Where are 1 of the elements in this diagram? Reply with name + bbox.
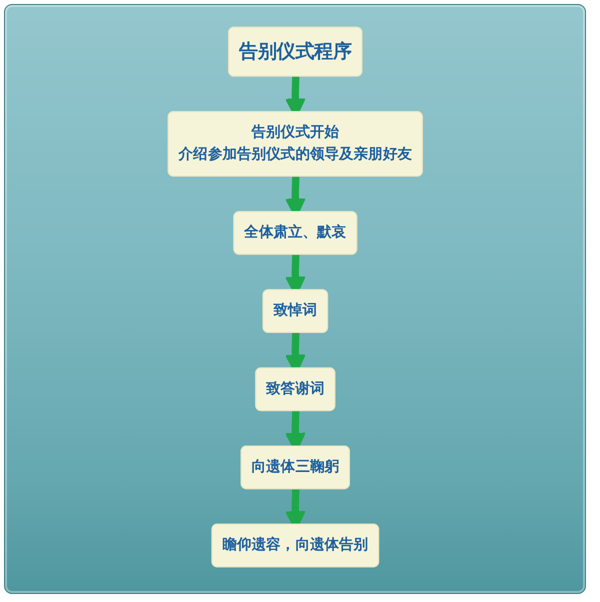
panel-background: 告别仪式程序 告别仪式开始 介绍参加告别仪式的领导及亲朋好友 全体肃立、默哀 致悼词 致答谢词 向遗体三鞠躬 瞻仰遗容，向遗体告别 bbox=[4, 4, 586, 594]
